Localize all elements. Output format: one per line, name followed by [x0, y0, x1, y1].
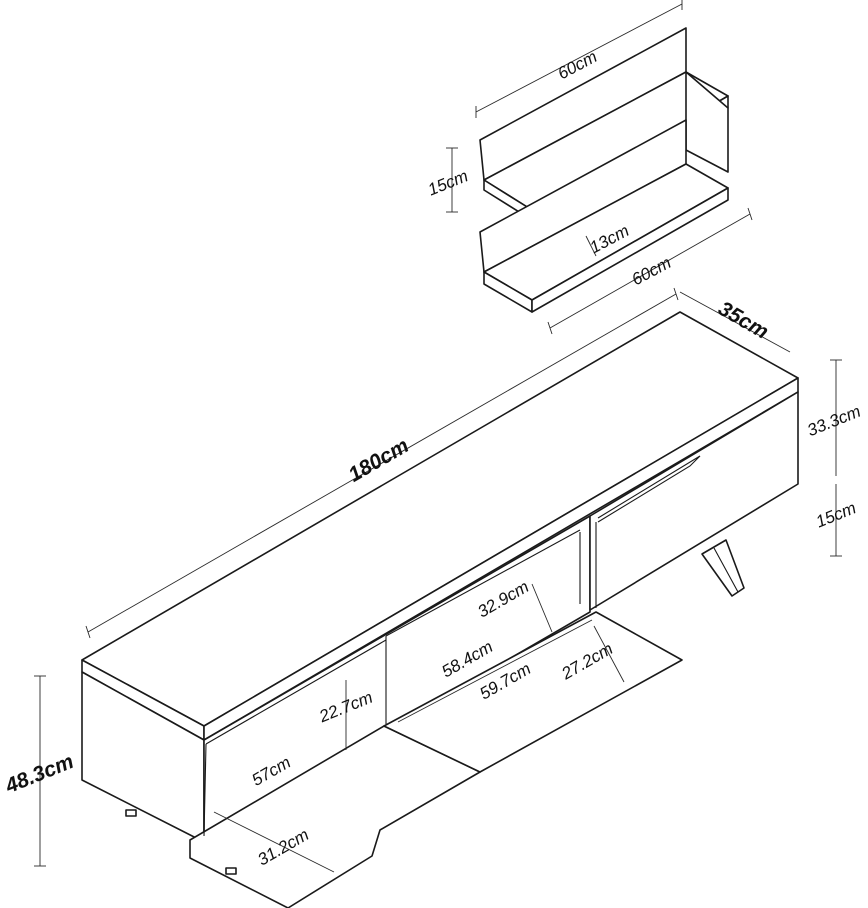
label-door-height: 33.3cm	[805, 402, 864, 441]
unit-dimensions	[34, 287, 842, 873]
shelf-dimensions	[446, 0, 753, 335]
tv-unit	[81, 311, 799, 908]
label-unit-height: 48.3cm	[1, 750, 77, 798]
wall-shelf-lower	[479, 119, 729, 313]
label-shelf-height: 15cm	[425, 166, 471, 199]
label-shelf-width-bottom: 60cm	[629, 253, 675, 289]
